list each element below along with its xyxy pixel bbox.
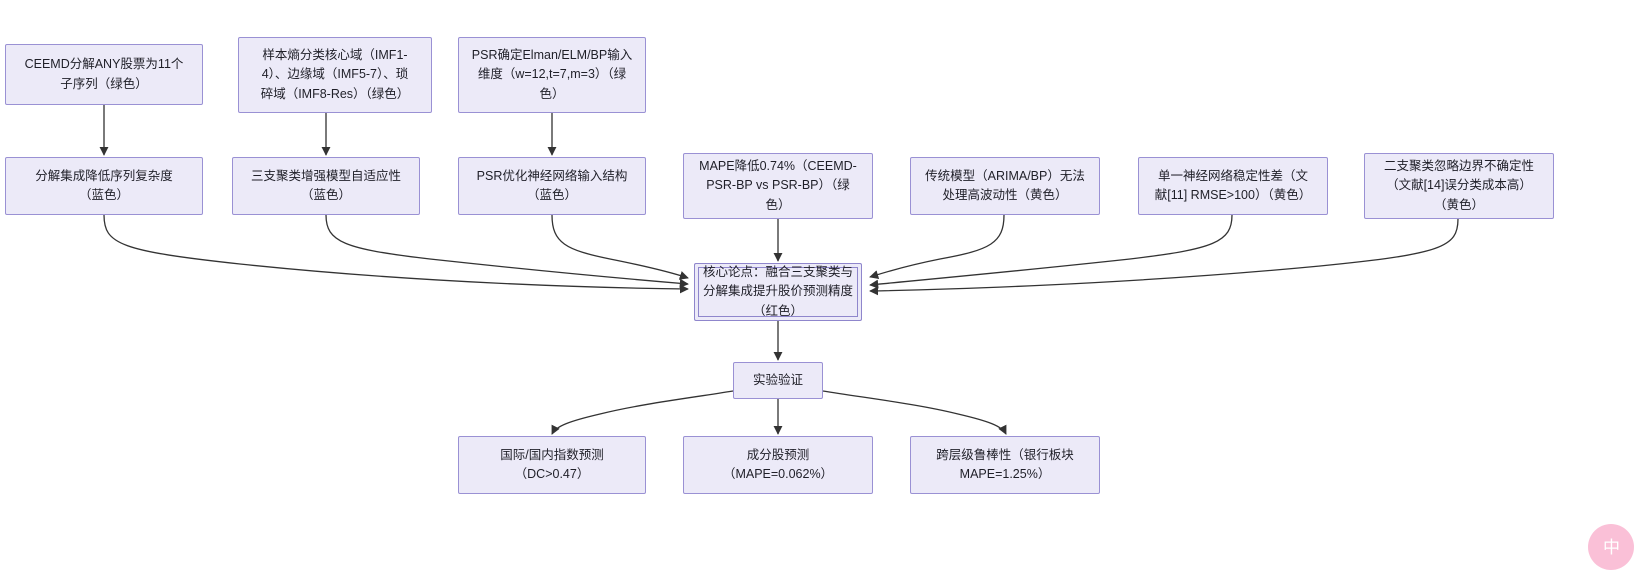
node-label: 核心论点：融合三支聚类与 分解集成提升股价预测精度 （红色）: [703, 264, 854, 318]
edge-n6-core: [551, 214, 689, 280]
edge-n11-n12: [551, 390, 734, 435]
edge-n4-core: [103, 214, 689, 294]
node-index-prediction-result[interactable]: 国际/国内指数预测 （DC>0.47）: [458, 436, 646, 494]
node-label: MAPE降低0.74%（CEEMD- PSR-BP vs PSR-BP）（绿 色…: [699, 158, 857, 212]
node-traditional-model-limitation[interactable]: 传统模型（ARIMA/BP）无法 处理高波动性（黄色）: [910, 157, 1100, 215]
node-cross-level-robustness-result[interactable]: 跨层级鲁棒性（银行板块 MAPE=1.25%）: [910, 436, 1100, 494]
edge-n5-core: [325, 214, 689, 288]
node-label: PSR确定Elman/ELM/BP输入 维度（w=12,t=7,m=3）（绿 色…: [471, 47, 633, 101]
node-label: PSR优化神经网络输入结构 （蓝色）: [476, 168, 628, 202]
node-constituent-stock-result[interactable]: 成分股预测 （MAPE=0.062%）: [683, 436, 873, 494]
edge-n8-core: [869, 214, 1005, 280]
node-ceemd-decomposition[interactable]: CEEMD分解ANY股票为11个 子序列（绿色）: [5, 44, 203, 105]
watermark-label: 中: [1603, 537, 1620, 557]
edge-n9-core: [869, 214, 1233, 289]
watermark-badge: 中: [1588, 524, 1634, 570]
node-label: 实验验证: [752, 372, 803, 387]
node-label: 单一神经网络稳定性差（文 献[11] RMSE>100）（黄色）: [1154, 168, 1312, 202]
node-single-network-instability[interactable]: 单一神经网络稳定性差（文 献[11] RMSE>100）（黄色）: [1138, 157, 1328, 215]
node-label: CEEMD分解ANY股票为11个 子序列（绿色）: [24, 57, 184, 91]
edge-n11-n14: [822, 390, 1007, 435]
node-experimental-validation[interactable]: 实验验证: [733, 362, 823, 399]
node-label: 成分股预测 （MAPE=0.062%）: [722, 447, 834, 481]
node-label: 二支聚类忽略边界不确定性 （文献[14]误分类成本高） （黄色）: [1383, 158, 1534, 212]
node-label: 分解集成降低序列复杂度 （蓝色）: [35, 168, 173, 202]
node-decomposition-reduces-complexity[interactable]: 分解集成降低序列复杂度 （蓝色）: [5, 157, 203, 215]
edge-n10-core: [869, 218, 1459, 296]
node-sample-entropy-classification[interactable]: 样本熵分类核心域（IMF1- 4）、边缘域（IMF5-7）、琐 碎域（IMF8-…: [238, 37, 432, 113]
node-label: 三支聚类增强模型自适应性 （蓝色）: [250, 168, 401, 202]
node-psr-optimizes-network-input[interactable]: PSR优化神经网络输入结构 （蓝色）: [458, 157, 646, 215]
node-three-way-clustering-adaptivity[interactable]: 三支聚类增强模型自适应性 （蓝色）: [232, 157, 420, 215]
node-label: 跨层级鲁棒性（银行板块 MAPE=1.25%）: [936, 447, 1074, 481]
node-label: 样本熵分类核心域（IMF1- 4）、边缘域（IMF5-7）、琐 碎域（IMF8-…: [260, 47, 410, 101]
node-two-way-clustering-boundary[interactable]: 二支聚类忽略边界不确定性 （文献[14]误分类成本高） （黄色）: [1364, 153, 1554, 219]
node-psr-input-dimension[interactable]: PSR确定Elman/ELM/BP输入 维度（w=12,t=7,m=3）（绿 色…: [458, 37, 646, 113]
node-label: 传统模型（ARIMA/BP）无法 处理高波动性（黄色）: [925, 168, 1085, 202]
node-core-claim[interactable]: 核心论点：融合三支聚类与 分解集成提升股价预测精度 （红色）: [694, 263, 862, 321]
node-label: 国际/国内指数预测 （DC>0.47）: [500, 447, 604, 481]
node-mape-reduction[interactable]: MAPE降低0.74%（CEEMD- PSR-BP vs PSR-BP）（绿 色…: [683, 153, 873, 219]
